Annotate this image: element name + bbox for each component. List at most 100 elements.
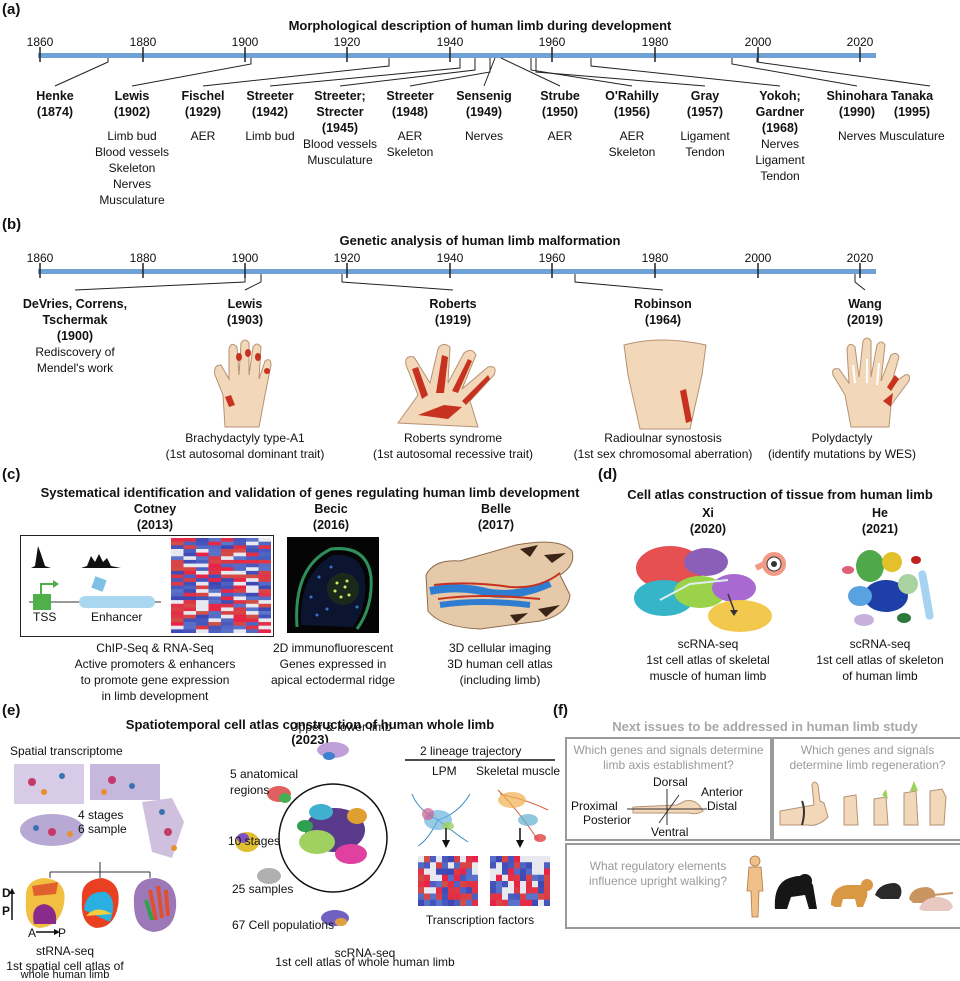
- heatmap-cell: [233, 600, 247, 605]
- entry-strube: Strube (1950) AER: [540, 88, 615, 144]
- samples-label: 6 sample: [78, 822, 127, 836]
- heatmap-cell: [538, 887, 545, 894]
- heatmap-cell: [171, 538, 184, 542]
- heatmap-cell: [526, 893, 533, 901]
- heatmap-cell: [502, 899, 509, 906]
- heatmap-cell: [526, 856, 533, 863]
- entry-year: (2020): [689, 522, 727, 536]
- heatmap-cell: [233, 538, 247, 542]
- heatmap-cell: [258, 592, 271, 597]
- heatmap-cell: [196, 592, 209, 597]
- heatmap-cell: [171, 563, 184, 568]
- stages-label: 4 stages: [78, 808, 124, 822]
- heatmap-cell: [183, 559, 197, 564]
- heatmap-cell: [233, 581, 247, 586]
- heatmap-cell: [183, 611, 197, 616]
- heatmap-cell: [460, 862, 467, 869]
- belle-line: 3D human cell atlas: [447, 657, 553, 671]
- heatmap-cell: [183, 563, 197, 568]
- heatmap-cell: [436, 887, 443, 894]
- roberts-caption: Roberts syndrome: [403, 431, 503, 445]
- heatmap-cell: [430, 862, 437, 869]
- heatmap-cell: [258, 625, 271, 630]
- heatmap-cell: [436, 899, 443, 906]
- radioulnar-arm-illustration: [623, 339, 707, 430]
- entry-desc: Nerves: [112, 177, 151, 191]
- heatmap-cell: [424, 887, 431, 894]
- entry-fischel: Fischel (1929) AER: [181, 88, 258, 144]
- polydactyly-hand-illustration: [832, 337, 910, 428]
- heatmap-cell: [246, 596, 259, 601]
- heatmap-cell: [258, 611, 271, 616]
- heatmap-cell: [258, 603, 271, 608]
- he-line: of human limb: [842, 669, 918, 683]
- heatmap-cell: [520, 887, 527, 894]
- heatmap-cell: [233, 625, 247, 630]
- entry-desc: Musculature: [879, 129, 945, 143]
- heatmap-cell: [442, 856, 449, 863]
- heatmap-cell: [246, 622, 259, 626]
- heatmap-cell: [183, 603, 197, 608]
- entry-year: (1942): [251, 105, 289, 119]
- heatmap-cell: [544, 868, 550, 876]
- heatmap-cell: [171, 625, 184, 630]
- entry-desc: Nerves: [464, 129, 503, 143]
- heatmap-cell: [258, 567, 271, 572]
- proximal-label: Proximal: [571, 799, 618, 813]
- entry-year: (1964): [644, 313, 682, 327]
- heatmap-cell: [258, 545, 271, 550]
- enhancer-label: Enhancer: [91, 610, 143, 624]
- heatmap-cell: [466, 856, 473, 863]
- entry-yokoh-gardner: Yokoh; Gardner (1968) Nerves Ligament Te…: [755, 88, 835, 184]
- heatmap-cell: [538, 881, 545, 888]
- heatmap-cell: [514, 881, 521, 888]
- heatmap-cell: [183, 622, 197, 626]
- lineage-label: 2 lineage trajectory: [420, 744, 522, 758]
- becic-header: Becic (2016): [313, 501, 376, 533]
- xi-line: 1st cell atlas of skeletal: [646, 653, 770, 667]
- heatmap-cell: [183, 570, 197, 575]
- heatmap-cell: [208, 559, 222, 564]
- panel-c-label: (c): [2, 466, 21, 483]
- entry-year: (2021): [861, 522, 899, 536]
- becic-line: Genes expressed in: [279, 657, 387, 671]
- heatmap-cell: [502, 893, 509, 901]
- heatmap-cell: [448, 887, 455, 894]
- heatmap-cell: [508, 868, 515, 876]
- entry-name: Belle: [481, 502, 511, 516]
- umap-label: 25 samples: [232, 882, 294, 896]
- heatmap-cell: [208, 625, 222, 630]
- heatmap-cell: [538, 856, 545, 863]
- heatmap-cell: [221, 596, 234, 601]
- heatmap-cell: [442, 868, 449, 876]
- lpm-label: LPM: [432, 764, 457, 778]
- heatmap-cell: [258, 578, 271, 583]
- heatmap-cell: [196, 556, 209, 561]
- brachydactyly-caption-2: (1st autosomal dominant trait): [165, 447, 325, 461]
- heatmap-cell: [221, 574, 234, 579]
- heatmap-cell: [466, 899, 473, 906]
- heatmap-cell: [466, 893, 473, 901]
- heatmap-cell: [514, 887, 521, 894]
- entry-year: (1956): [613, 105, 651, 119]
- heatmap-cell: [258, 541, 271, 546]
- entry-desc: Skeleton: [386, 145, 434, 159]
- heatmap-cell: [258, 574, 271, 579]
- heatmap-cell: [460, 881, 467, 888]
- heatmap-cell: [233, 607, 247, 612]
- heatmap-cell: [526, 874, 533, 882]
- heatmap-cell: [526, 887, 533, 894]
- cotney-box: TSS Enhancer: [20, 535, 274, 637]
- heatmap-cell: [424, 856, 431, 863]
- heatmap-cell: [196, 585, 209, 590]
- radioulnar-caption-2: (1st sex chromosomal aberration): [573, 447, 753, 461]
- heatmap-cell: [454, 881, 461, 888]
- panel-b-label: (b): [2, 216, 22, 233]
- heatmap-cell: [246, 625, 259, 630]
- axis-arm-illustration: [627, 789, 707, 825]
- heatmap-cell: [258, 618, 271, 623]
- species-silhouettes: [746, 855, 954, 918]
- heatmap-cell: [454, 874, 461, 882]
- umap-label: 67 Cell populations: [232, 918, 335, 932]
- anterior-label: Anterior: [701, 785, 744, 799]
